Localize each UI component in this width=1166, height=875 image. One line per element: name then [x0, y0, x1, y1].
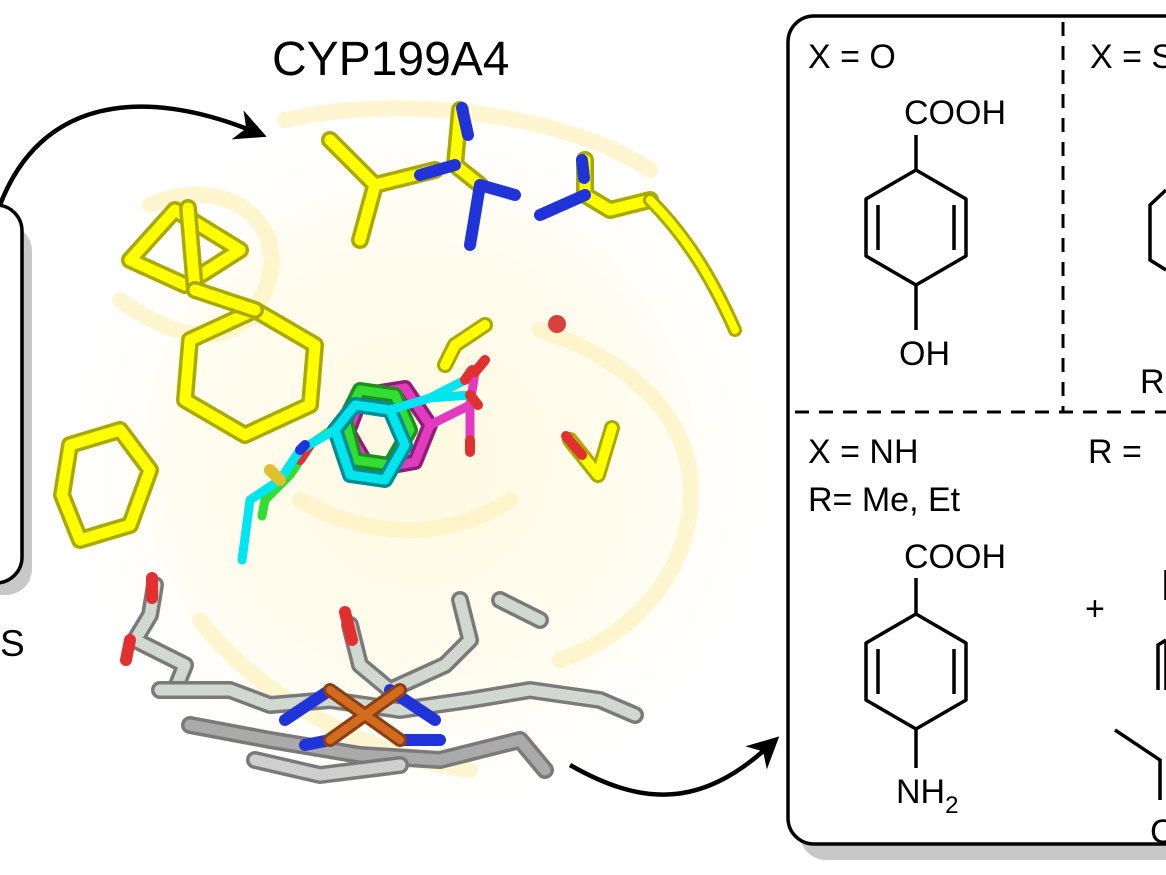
figure-title: CYP199A4	[272, 33, 510, 86]
cell-header-r: R =	[1088, 433, 1142, 471]
threonine-residue	[561, 420, 620, 483]
oh-label: OH	[899, 335, 950, 373]
phenylalanine-residue	[53, 421, 159, 549]
cooh-label: COOH	[904, 94, 1006, 132]
arginine-residue	[534, 151, 659, 221]
protein-ribbon	[646, 196, 739, 334]
water-molecule-icon	[548, 315, 566, 333]
cell-header-nh: X = NH	[808, 433, 919, 471]
cooh-label: COOH	[904, 538, 1006, 576]
structure-aminobenzoic-acid	[864, 578, 968, 768]
curved-arrow-icon	[568, 736, 780, 797]
plus-operator: +	[1085, 590, 1105, 628]
serine-residue	[437, 317, 493, 373]
partial-c-label: C	[1150, 813, 1166, 851]
ligand-green	[257, 382, 418, 521]
ligand-cyan	[237, 365, 483, 565]
cell-header-o: X = O	[808, 38, 896, 76]
ligand-overlay	[237, 355, 490, 565]
partial-structures	[1114, 188, 1166, 800]
r-substituent-label: R= Me, Et	[808, 481, 961, 519]
residue-sticks	[53, 101, 742, 549]
heme-group	[120, 572, 644, 784]
arginine-residue	[414, 101, 521, 251]
left-panel	[0, 203, 32, 595]
partial-r-label: R	[1140, 363, 1165, 401]
cell-header-s: X = S	[1090, 38, 1166, 76]
curved-arrow-icon	[0, 104, 267, 206]
structure-hydroxybenzoic-acid	[864, 135, 968, 330]
left-panel-letter: S	[0, 623, 25, 664]
phenylalanine-residue	[121, 199, 324, 444]
nh2-label: NH2	[896, 773, 959, 819]
right-panel	[786, 14, 1166, 860]
